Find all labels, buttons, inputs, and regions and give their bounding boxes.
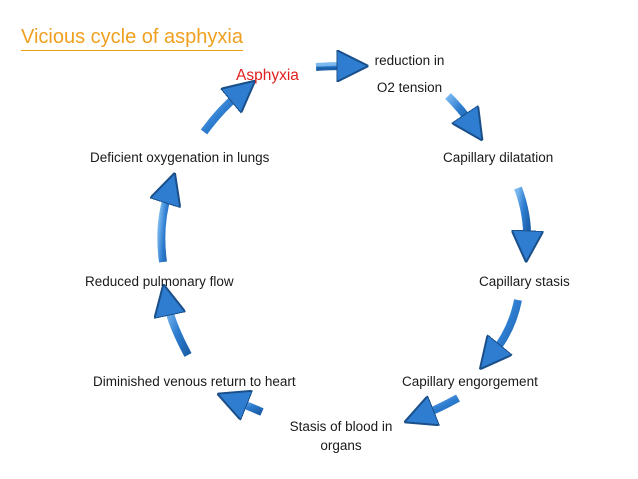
arrow-deficient-to-asphyxia bbox=[200, 95, 238, 135]
node-capillary-stasis: Capillary stasis bbox=[479, 274, 570, 289]
node-deficient-oxygenation: Deficient oxygenation in lungs bbox=[90, 150, 270, 165]
node-stasis-line2: organs bbox=[320, 438, 362, 453]
node-capillary-engorgement: Capillary engorgement bbox=[402, 374, 538, 389]
arrow-reduction-to-dilatation bbox=[445, 93, 470, 122]
node-asphyxia: Asphyxia bbox=[236, 67, 299, 84]
node-reduction-o2-tension: reduction in O2 tension bbox=[362, 50, 457, 99]
node-stasis-line1: Stasis of blood in bbox=[289, 419, 393, 434]
diagram-title: Vicious cycle of asphyxia bbox=[21, 25, 243, 51]
arrow-stasis-to-engorgement bbox=[494, 299, 522, 352]
arrow-organs-to-diminished bbox=[238, 402, 264, 412]
node-diminished-venous-return: Diminished venous return to heart bbox=[93, 374, 296, 389]
node-reduction-line2: O2 tension bbox=[376, 80, 443, 95]
arrow-dilatation-to-stasis bbox=[518, 186, 527, 240]
node-stasis-of-blood: Stasis of blood in organs bbox=[280, 417, 402, 455]
node-reduced-pulmonary-flow: Reduced pulmonary flow bbox=[85, 274, 234, 289]
node-capillary-dilatation: Capillary dilatation bbox=[443, 150, 554, 165]
arrow-diminished-to-reduced bbox=[168, 306, 192, 357]
arrow-asphyxia-to-reduction bbox=[315, 66, 346, 67]
arrow-engorgement-to-organs bbox=[425, 394, 460, 414]
node-reduction-line1: reduction in bbox=[374, 53, 445, 68]
arrow-reduced-to-deficient bbox=[161, 194, 168, 263]
